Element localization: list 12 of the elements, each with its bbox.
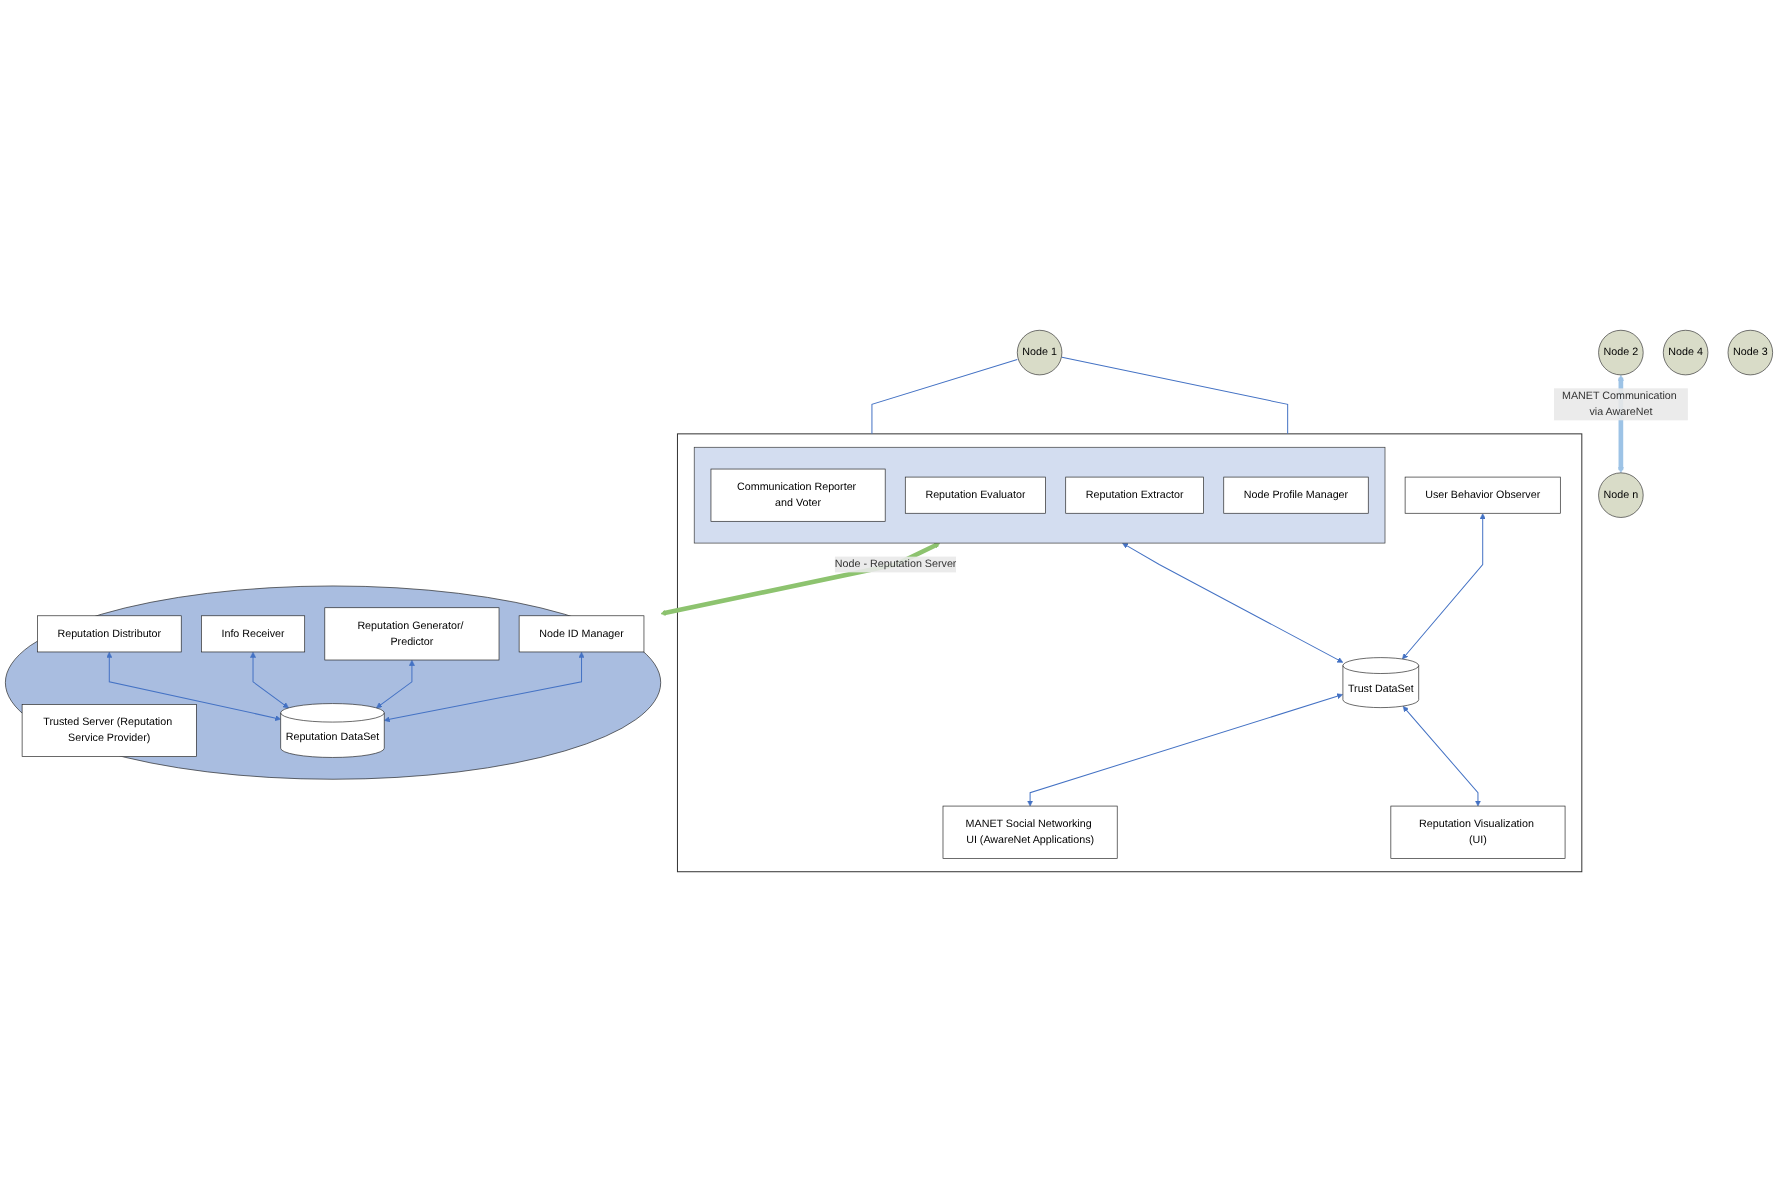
arrow bbox=[1402, 706, 1481, 807]
arrow bbox=[1027, 693, 1343, 807]
connector bbox=[871, 358, 1018, 435]
arrow bbox=[1402, 513, 1486, 660]
arrow bbox=[250, 651, 289, 709]
arrow bbox=[106, 651, 281, 721]
connector bbox=[1061, 356, 1289, 435]
cluster bbox=[676, 433, 1583, 873]
cluster bbox=[693, 446, 1386, 544]
arrow bbox=[384, 651, 585, 723]
arrow bbox=[376, 660, 415, 709]
arrow bbox=[1122, 542, 1344, 663]
